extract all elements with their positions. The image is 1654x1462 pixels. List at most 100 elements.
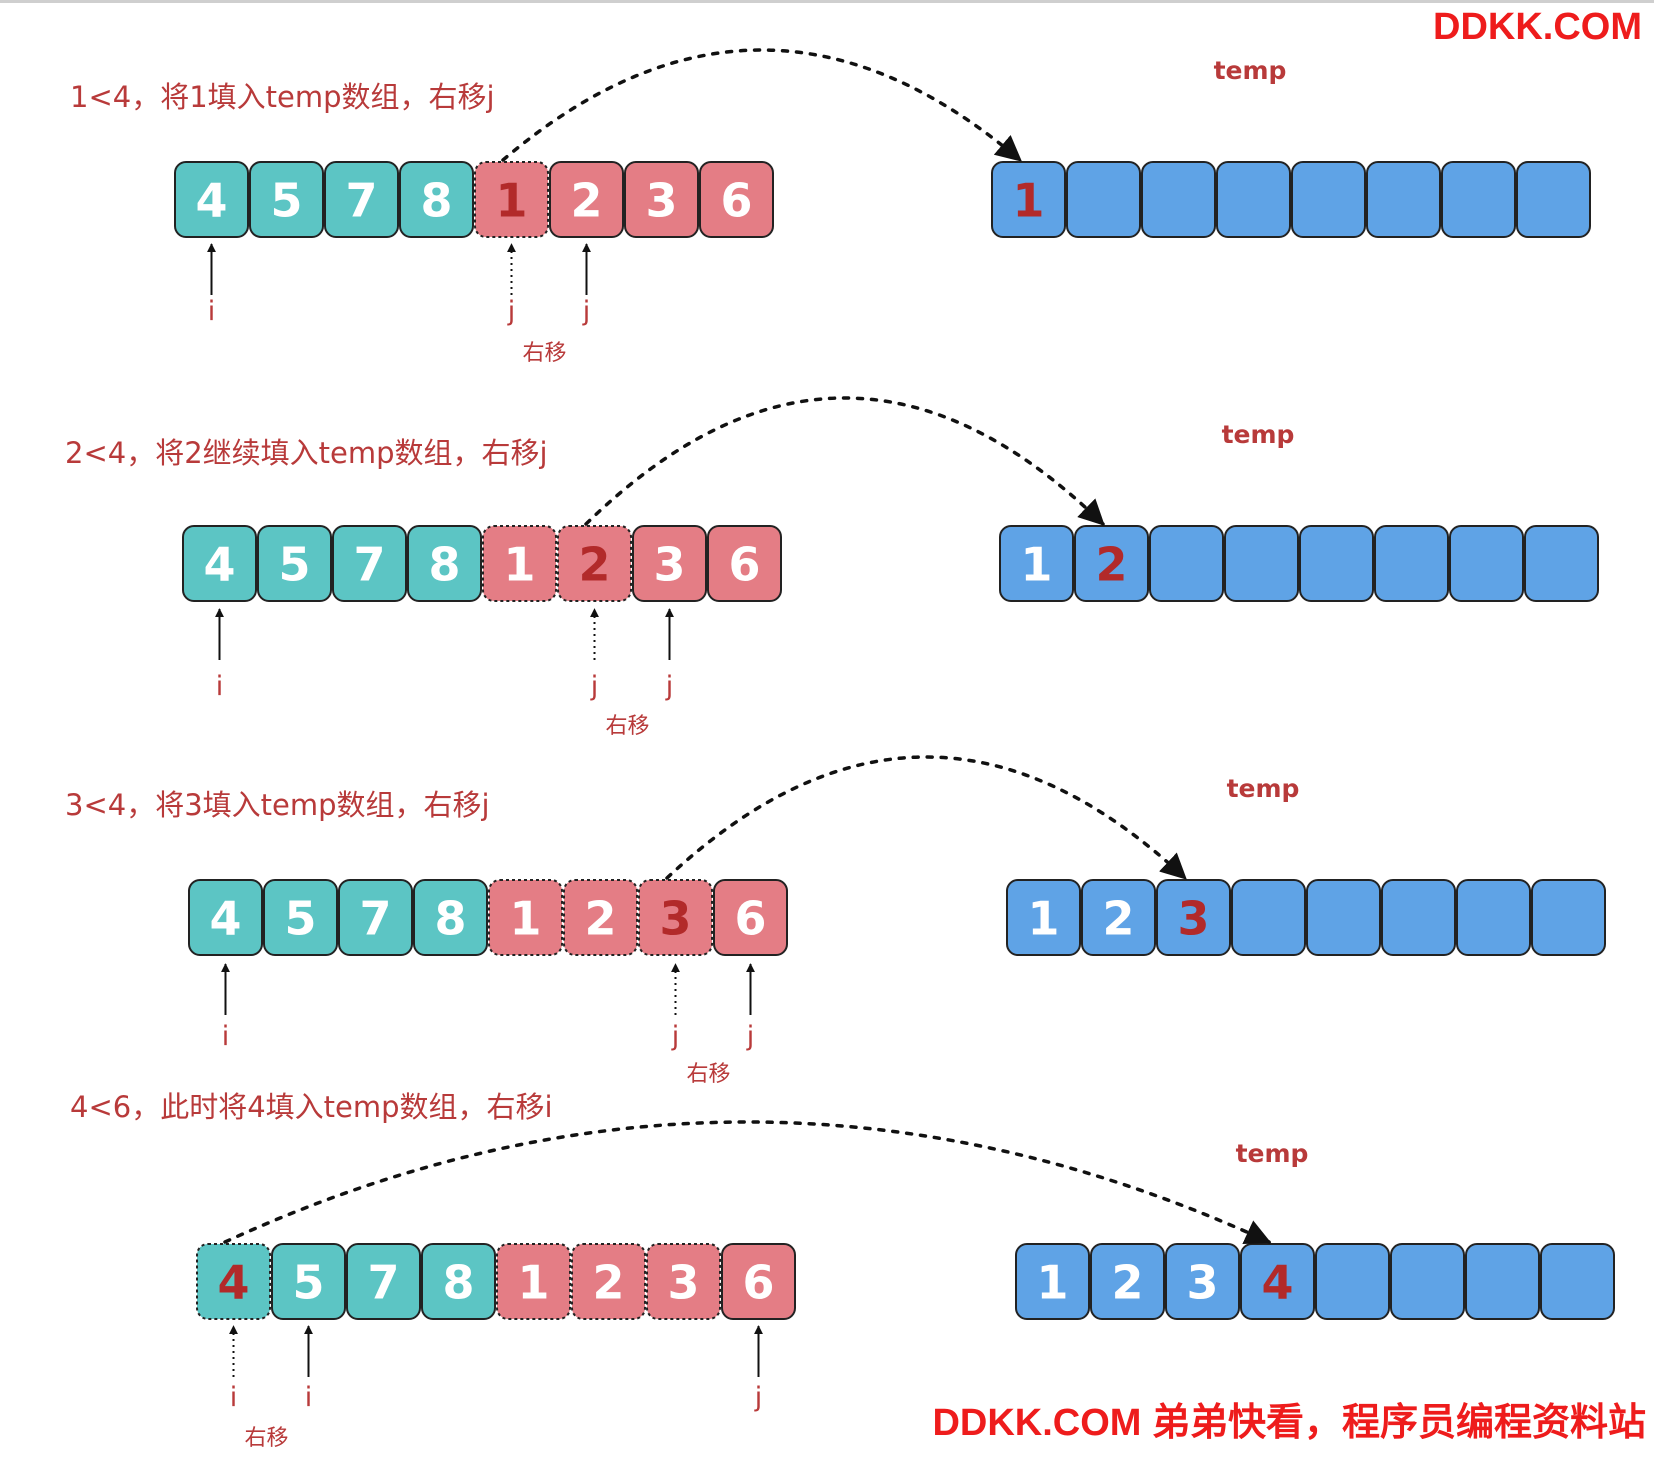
array-cell [632, 525, 707, 602]
array-cell [338, 879, 413, 956]
temp-cell-value: 2 [1111, 1256, 1143, 1310]
temp-cell [1366, 161, 1441, 238]
array-cell-value: 2 [592, 1256, 624, 1310]
array-cell [496, 1243, 571, 1320]
array-cell-value: 3 [659, 892, 691, 946]
pointer-label-j: j [754, 1382, 763, 1413]
array-cell [249, 161, 324, 238]
array-cell [174, 161, 249, 238]
array-cell-value: 7 [359, 892, 391, 946]
temp-cell [1291, 161, 1366, 238]
temp-label: temp [1227, 774, 1300, 803]
temp-cell-value: 3 [1177, 892, 1209, 946]
array-cell-value: 5 [292, 1256, 324, 1310]
pointer-label-i: i [208, 296, 216, 327]
temp-cell [1516, 161, 1591, 238]
temp-cell [1381, 879, 1456, 956]
array-cell [571, 1243, 646, 1320]
array-cell-value: 7 [367, 1256, 399, 1310]
move-label: 右移 [605, 714, 649, 739]
temp-cell [991, 161, 1066, 238]
temp-cell [1231, 879, 1306, 956]
temp-cell-value: 1 [1020, 538, 1052, 592]
move-label: 右移 [686, 1062, 730, 1087]
move-label: 右移 [522, 341, 566, 366]
array-cell-value: 3 [653, 538, 685, 592]
move-arrow [665, 755, 1187, 880]
temp-cell [1156, 879, 1231, 956]
array-cell-value: 6 [734, 892, 766, 946]
temp-cell [1224, 525, 1299, 602]
array-cell-value: 1 [495, 174, 527, 228]
array-cell-value: 2 [570, 174, 602, 228]
array-cell-value: 1 [503, 538, 535, 592]
array-cell-value: 8 [420, 174, 452, 228]
step-caption: 4<6，此时将4填入temp数组，右移i [70, 1090, 553, 1124]
temp-cell [1066, 161, 1141, 238]
array-cell [196, 1243, 271, 1320]
array-cell-value: 8 [434, 892, 466, 946]
temp-cell [1315, 1243, 1390, 1320]
temp-cell [1081, 879, 1156, 956]
move-arrow [501, 48, 1022, 162]
array-cell-value: 5 [270, 174, 302, 228]
pointer-label-j: j [671, 1021, 680, 1052]
temp-cell [1299, 525, 1374, 602]
array-cell [482, 525, 557, 602]
temp-cell [1149, 525, 1224, 602]
array-cell-value: 7 [345, 174, 377, 228]
pointer-label-i: i [305, 1382, 313, 1413]
temp-cell [1465, 1243, 1540, 1320]
move-arrow [223, 1120, 1272, 1245]
temp-cell-value: 1 [1027, 892, 1059, 946]
temp-cell-value: 1 [1036, 1256, 1068, 1310]
array-cell-value: 4 [209, 892, 241, 946]
array-cell [188, 879, 263, 956]
temp-cell [1390, 1243, 1465, 1320]
pointer-label-i: i [230, 1382, 238, 1413]
array-cell-value: 6 [720, 174, 752, 228]
temp-cell [1240, 1243, 1315, 1320]
array-cell-value: 3 [667, 1256, 699, 1310]
array-cell-value: 8 [428, 538, 460, 592]
array-cell [263, 879, 338, 956]
temp-cell [1074, 525, 1149, 602]
array-cell [399, 161, 474, 238]
array-cell [488, 879, 563, 956]
temp-cell [1141, 161, 1216, 238]
temp-cell [999, 525, 1074, 602]
pointer-label-j: j [590, 671, 599, 702]
array-cell [713, 879, 788, 956]
temp-cell-value: 2 [1102, 892, 1134, 946]
temp-cell [1441, 161, 1516, 238]
array-cell-value: 4 [195, 174, 227, 228]
pointer-label-j: j [582, 296, 591, 327]
temp-label: temp [1236, 1139, 1309, 1168]
array-cell [421, 1243, 496, 1320]
move-label: 右移 [244, 1426, 288, 1451]
temp-cell [1531, 879, 1606, 956]
top-border-line [0, 0, 1654, 3]
array-cell [346, 1243, 421, 1320]
pointer-label-j: j [746, 1021, 755, 1052]
temp-cell [1216, 161, 1291, 238]
array-cell [474, 161, 549, 238]
array-cell [257, 525, 332, 602]
array-cell [407, 525, 482, 602]
temp-cell [1306, 879, 1381, 956]
step-caption: 3<4，将3填入temp数组，右移j [65, 788, 490, 822]
array-cell-value: 4 [203, 538, 235, 592]
array-cell-value: 7 [353, 538, 385, 592]
array-cell-value: 4 [217, 1256, 249, 1310]
array-cell [707, 525, 782, 602]
array-cell-value: 8 [442, 1256, 474, 1310]
watermark-top: DDKK.COM [1433, 6, 1642, 48]
array-cell [182, 525, 257, 602]
temp-cell [1540, 1243, 1615, 1320]
array-cell-value: 2 [584, 892, 616, 946]
temp-cell [1374, 525, 1449, 602]
temp-cell [1449, 525, 1524, 602]
array-cell-value: 3 [645, 174, 677, 228]
pointer-label-i: i [222, 1021, 230, 1052]
